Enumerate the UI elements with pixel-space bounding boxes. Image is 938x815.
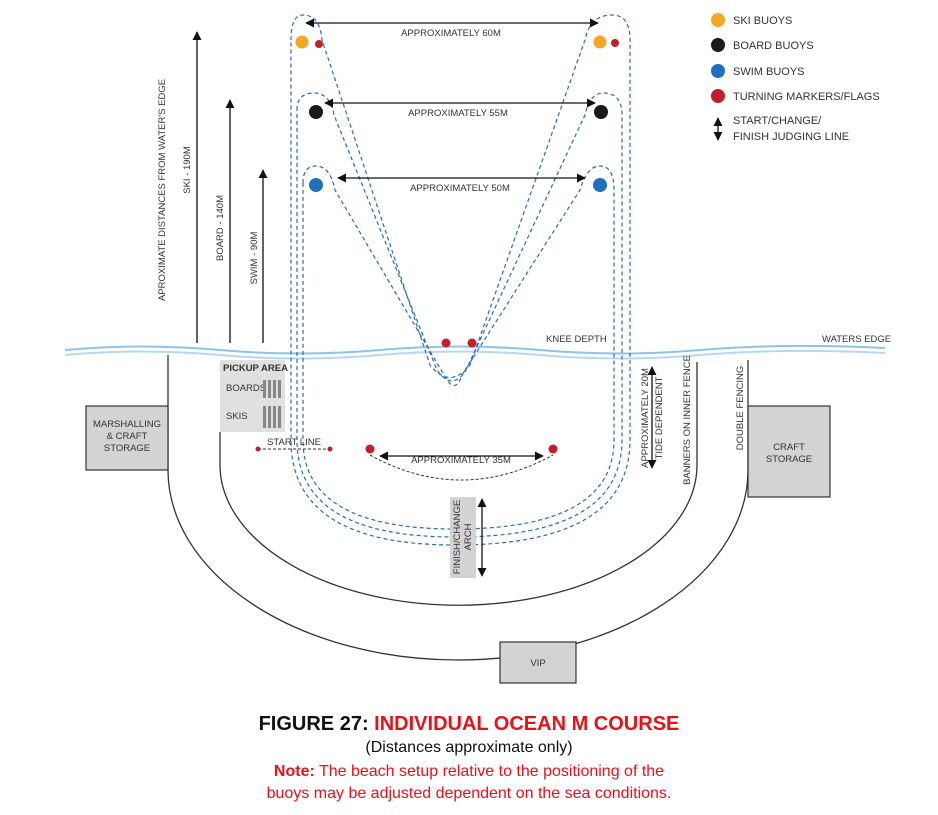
figure-number: FIGURE 27:: [258, 713, 375, 735]
board-distance-label: BOARD - 140M: [215, 195, 226, 261]
turning-marker-knee-left: [441, 338, 451, 348]
craft-storage-label: STORAGE: [766, 454, 812, 465]
marshalling-label: & CRAFT: [107, 431, 148, 442]
finish-arch: [450, 497, 476, 578]
board-buoy-left: [309, 105, 323, 119]
turning-marker: [548, 444, 558, 454]
waters-edge-line: [64, 344, 886, 360]
marshalling-area: [85, 405, 169, 471]
marshalling-label: MARSHALLING: [93, 419, 161, 430]
board-width-label: APPROXIMATELY 55M: [408, 108, 508, 119]
legend-label: SKI BUOYS: [733, 15, 792, 27]
figure-name: INDIVIDUAL OCEAN M COURSE: [374, 713, 680, 735]
ski-width-label: APPROXIMATELY 60M: [401, 28, 501, 39]
craft-storage-label: CRAFT: [773, 442, 805, 453]
beach-depth-label: APPROXIMATELY 20M: [640, 368, 651, 468]
figure-note: Note: The beach setup relative to the po…: [0, 761, 938, 805]
vip-label: VIP: [530, 658, 545, 669]
turning-marker-legend-icon: [711, 89, 725, 103]
boards-label: BOARDS: [226, 383, 266, 394]
swim-buoy-left: [309, 178, 323, 192]
beach-depth-label: TIDE DEPENDENT: [654, 376, 665, 459]
turning-marker: [315, 40, 323, 48]
ski-buoy-right: [593, 35, 607, 49]
board-buoy-right: [594, 105, 608, 119]
finish-arch-label: ARCH: [463, 523, 474, 550]
knee-depth-label: KNEE DEPTH: [546, 334, 607, 345]
vip-area: [499, 641, 577, 684]
turning-marker: [327, 446, 333, 452]
swim-width-label: APPROXIMATELY 50M: [410, 183, 510, 194]
outer-fence: [167, 355, 749, 661]
banners-label: BANNERS ON INNER FENCE: [682, 355, 693, 485]
legend-label: BOARD BUOYS: [733, 40, 814, 52]
board-buoy-legend-icon: [711, 38, 725, 52]
legend: SKI BUOYS BOARD BUOYS SWIM BUOYS TURNING…: [711, 13, 880, 143]
skis-label: SKIS: [226, 411, 248, 422]
ski-distance-label: SKI - 190M: [182, 146, 193, 194]
ski-buoys: [295, 35, 619, 49]
swim-buoy-legend-icon: [711, 64, 725, 78]
legend-label: FINISH JUDGING LINE: [733, 131, 849, 143]
note-label: Note:: [273, 763, 315, 780]
inner-fence: [219, 362, 698, 606]
craft-storage-area: [747, 405, 831, 498]
pickup-area-label: PICKUP AREA: [223, 363, 288, 374]
turning-marker: [255, 446, 261, 452]
turning-marker: [365, 444, 375, 454]
swim-buoy-right: [593, 178, 607, 192]
legend-label: START/CHANGE/: [733, 115, 822, 127]
marker-width-label: APPROXIMATELY 35M: [411, 455, 511, 466]
figure-title: FIGURE 27: INDIVIDUAL OCEAN M COURSE: [0, 713, 938, 736]
legend-label: SWIM BUOYS: [733, 66, 805, 78]
swim-distance-label: SWIM - 90M: [249, 232, 260, 285]
marshalling-label: STORAGE: [104, 443, 150, 454]
legend-label: TURNING MARKERS/FLAGS: [733, 91, 880, 103]
ski-buoy-legend-icon: [711, 13, 725, 27]
double-fencing-label: DOUBLE FENCING: [735, 366, 746, 450]
turning-marker: [611, 39, 619, 47]
turning-marker-knee-right: [467, 338, 477, 348]
note-text: buoys may be adjusted dependent on the s…: [266, 785, 672, 802]
note-text: The beach setup relative to the position…: [314, 763, 665, 780]
distance-from-edge-title: APROXIMATE DISTANCES FROM WATER'S EDGE: [157, 79, 168, 301]
craft-rack-icons: [263, 380, 281, 428]
waters-edge-label: WATERS EDGE: [822, 334, 891, 345]
ski-buoy-left: [295, 35, 309, 49]
figure-subtitle: (Distances approximate only): [365, 739, 573, 756]
finish-arch-label: FINISH/CHANGE: [452, 500, 463, 574]
start-line-label: START LINE: [267, 437, 321, 448]
